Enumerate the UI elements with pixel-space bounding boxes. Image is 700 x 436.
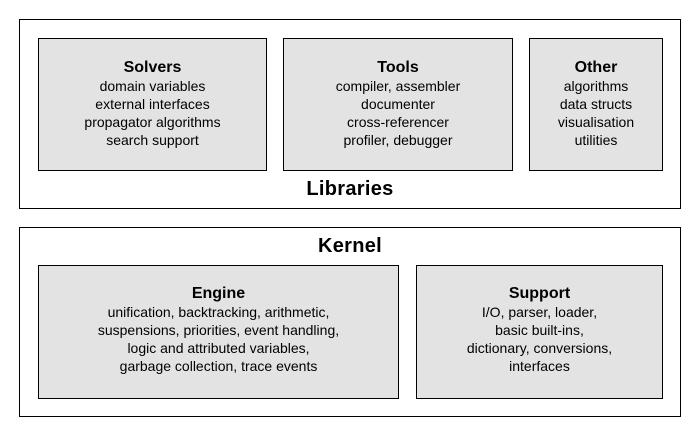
support-line: interfaces — [509, 358, 570, 374]
support-title: Support — [508, 285, 571, 302]
solvers-line: search support — [106, 132, 199, 148]
tools-line: profiler, debugger — [343, 132, 453, 148]
support-line: dictionary, conversions, — [466, 340, 613, 356]
support-lines: I/O, parser, loader, basic built-ins, di… — [417, 303, 662, 375]
solvers-box: Solvers domain variables external interf… — [38, 38, 267, 171]
tools-lines: compiler, assembler documenter cross-ref… — [284, 77, 512, 149]
engine-title: Engine — [191, 285, 246, 302]
tools-line: documenter — [361, 96, 435, 112]
solvers-title: Solvers — [123, 59, 182, 76]
other-line: data structs — [559, 96, 633, 112]
other-box: Other algorithms data structs visualisat… — [529, 38, 663, 171]
tools-line: compiler, assembler — [335, 78, 461, 94]
other-line: visualisation — [557, 114, 635, 130]
libraries-layer: Solvers domain variables external interf… — [19, 19, 681, 209]
other-line: algorithms — [563, 78, 629, 94]
engine-box: Engine unification, backtracking, arithm… — [38, 265, 399, 399]
other-title: Other — [574, 59, 618, 76]
solvers-line: external interfaces — [95, 96, 210, 112]
solvers-lines: domain variables external interfaces pro… — [39, 77, 266, 149]
libraries-title: Libraries — [306, 178, 394, 200]
engine-line: suspensions, priorities, event handling, — [97, 322, 340, 338]
engine-lines: unification, backtracking, arithmetic, s… — [39, 303, 398, 375]
engine-line: garbage collection, trace events — [119, 358, 318, 374]
engine-line: unification, backtracking, arithmetic, — [107, 304, 330, 320]
tools-box: Tools compiler, assembler documenter cro… — [283, 38, 513, 171]
solvers-line: domain variables — [99, 78, 206, 94]
support-line: I/O, parser, loader, — [481, 304, 598, 320]
other-line: utilities — [574, 132, 618, 148]
solvers-line: propagator algorithms — [84, 114, 221, 130]
other-lines: algorithms data structs visualisation ut… — [530, 77, 662, 149]
kernel-layer: Kernel Engine unification, backtracking,… — [19, 227, 681, 417]
support-line: basic built-ins, — [495, 322, 584, 338]
tools-title: Tools — [377, 59, 419, 76]
tools-line: cross-referencer — [347, 114, 449, 130]
kernel-title: Kernel — [317, 235, 383, 257]
support-box: Support I/O, parser, loader, basic built… — [416, 265, 663, 399]
engine-line: logic and attributed variables, — [127, 340, 310, 356]
